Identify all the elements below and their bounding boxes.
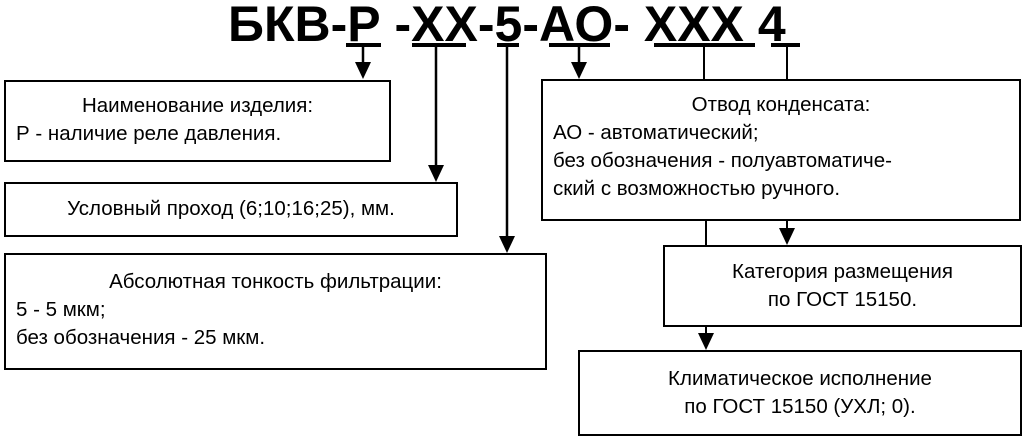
filtration-box-line: 5 - 5 мкм; xyxy=(16,298,106,321)
climate-box-line: по ГОСТ 15150 (УХЛ; 0). xyxy=(684,395,916,418)
drain-box-line: АО - автоматический; xyxy=(553,121,759,144)
drain-box-line: ский с возможностью ручного. xyxy=(553,177,841,200)
arrow-climate-icon xyxy=(698,333,714,350)
title-prefix: БКВ xyxy=(228,0,331,52)
name-box-line: Р - наличие реле давления. xyxy=(16,122,282,145)
bore-box-heading: Условный проход (6;10;16;25), мм. xyxy=(67,197,395,220)
arrow-placement-icon xyxy=(779,228,795,245)
arrow-bore-icon xyxy=(428,165,444,182)
bore-box: Условный проход (6;10;16;25), мм. xyxy=(4,182,458,237)
arrow-relay-icon xyxy=(355,62,371,79)
placement-box-line: по ГОСТ 15150. xyxy=(767,288,918,311)
name-box-heading: Наименование изделия: xyxy=(81,94,314,117)
placement-box: Категория размещения по ГОСТ 15150. xyxy=(663,245,1022,327)
drain-box-line: без обозначения - полуавтоматиче- xyxy=(553,149,892,172)
name-box: Наименование изделия: Р - наличие реле д… xyxy=(4,80,391,162)
arrow-drain-icon xyxy=(571,62,587,79)
arrow-filtration-icon xyxy=(499,236,515,253)
filtration-box-line: без обозначения - 25 мкм. xyxy=(16,326,266,349)
filtration-box: Абсолютная тонкость фильтрации: 5 - 5 мк… xyxy=(4,253,547,370)
climate-box-heading: Климатическое исполнение xyxy=(668,367,932,390)
drain-box: Отвод конденсата: АО - автоматический; б… xyxy=(541,79,1021,221)
placement-box-heading: Категория размещения xyxy=(732,260,953,283)
drain-box-heading: Отвод конденсата: xyxy=(691,93,871,116)
climate-box: Климатическое исполнение по ГОСТ 15150 (… xyxy=(578,350,1022,436)
filtration-box-heading: Абсолютная тонкость фильтрации: xyxy=(109,270,442,293)
